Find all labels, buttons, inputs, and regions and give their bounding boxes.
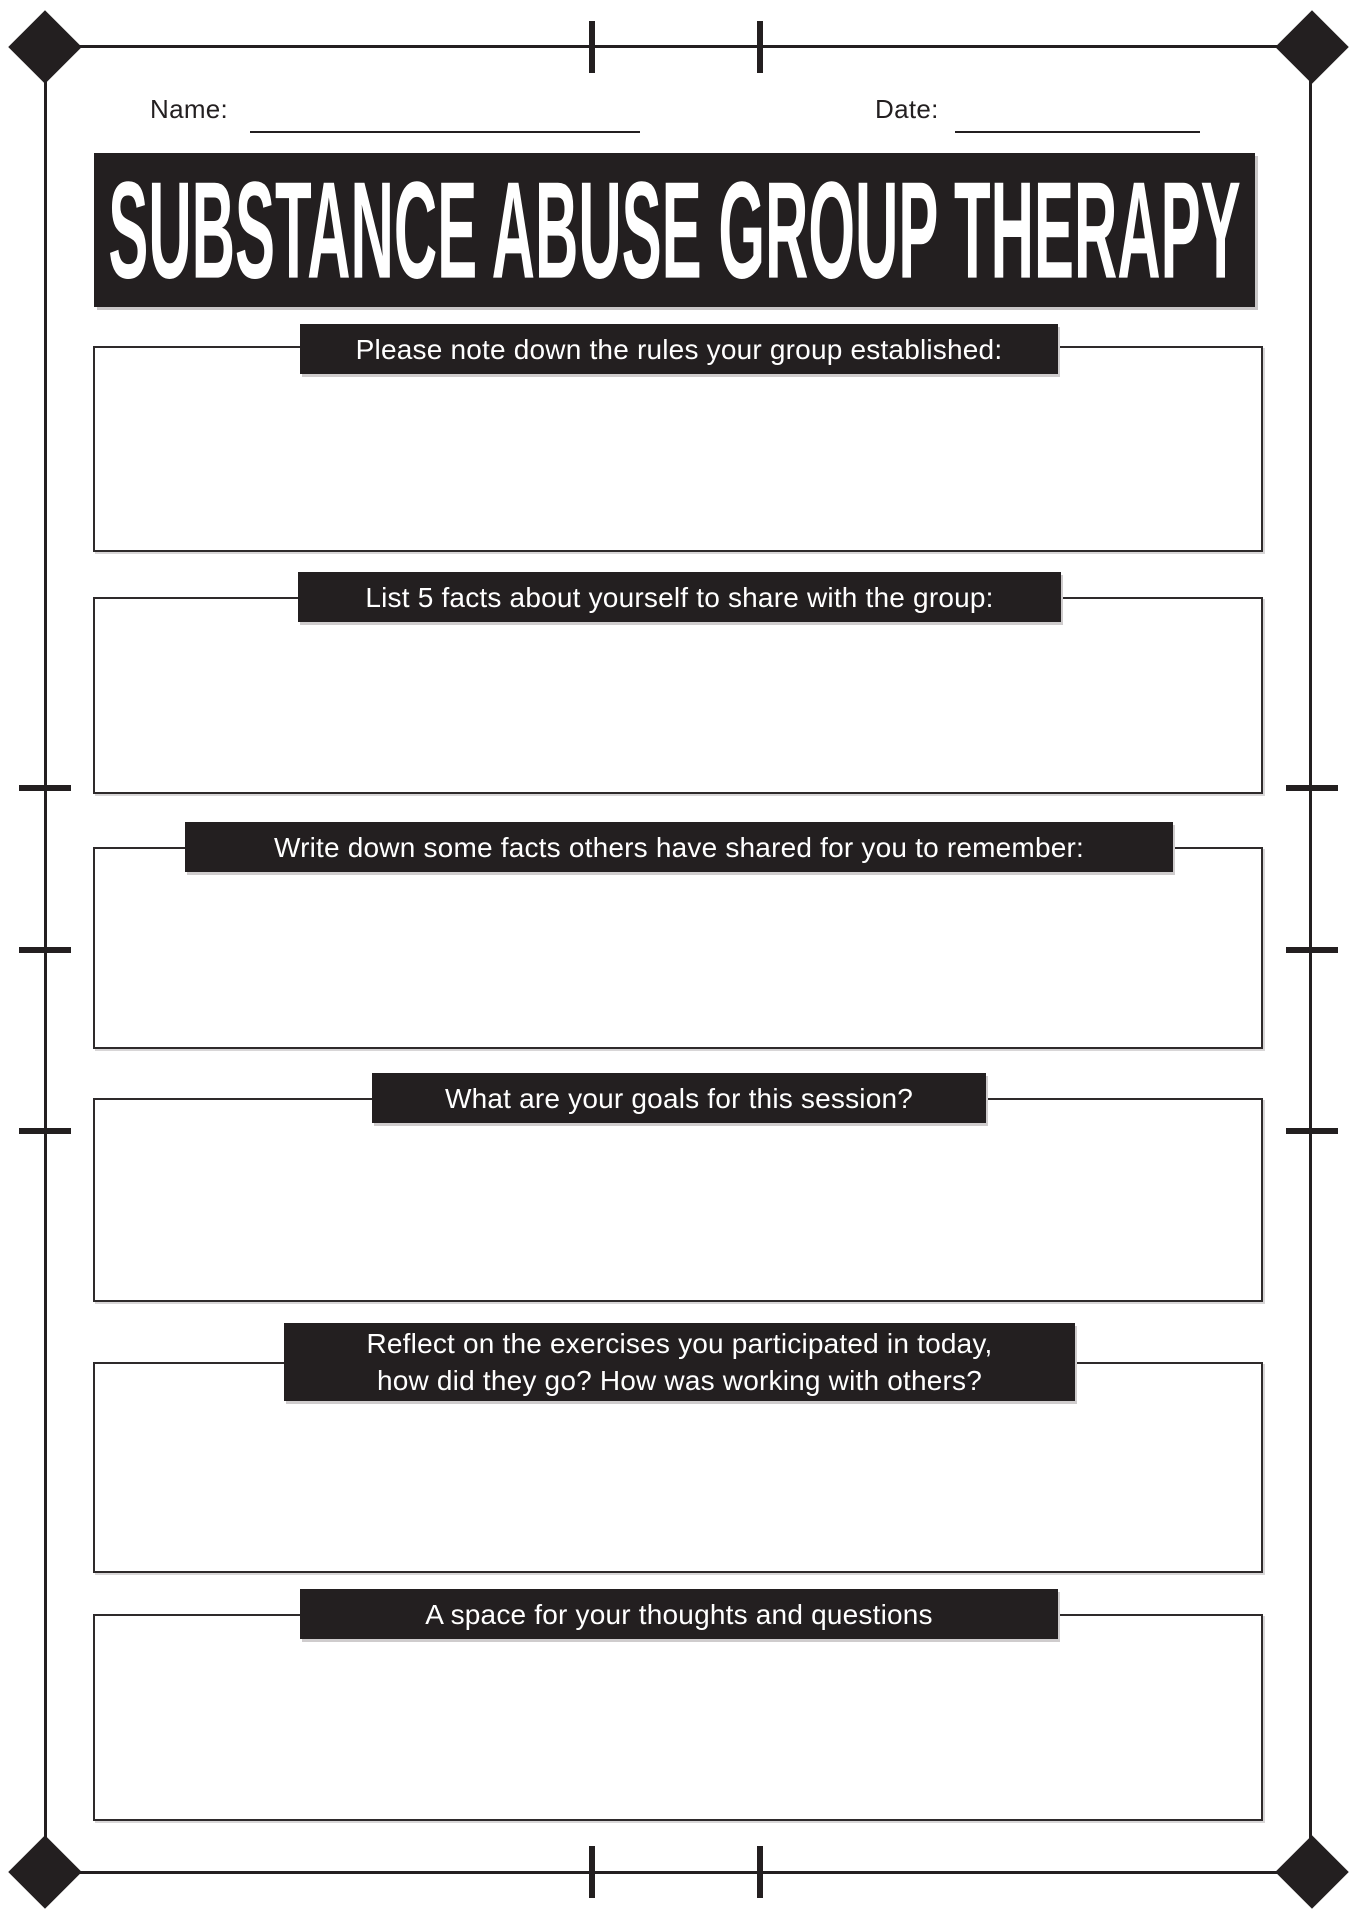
date-label: Date: [875,94,939,124]
section-label: A space for your thoughts and questions [425,1598,933,1630]
registration-tick-left-3-icon [19,1128,71,1134]
registration-tick-left-1-icon [19,785,71,791]
page-frame-border [44,45,1312,1874]
name-input-line[interactable] [250,131,640,133]
section-label-bar-group-rules: Please note down the rules your group es… [300,324,1058,374]
registration-tick-top-1-icon [589,21,595,73]
section-label-bar-session-goals: What are your goals for this session? [372,1073,986,1123]
title-banner: SUBSTANCE ABUSE GROUP THERAPY [94,153,1255,307]
date-input-line[interactable] [955,131,1200,133]
registration-tick-top-2-icon [757,21,763,73]
section-label: List 5 facts about yourself to share wit… [365,581,994,613]
section-label: What are your goals for this session? [444,1082,914,1114]
registration-tick-right-2-icon [1286,947,1338,953]
section-label-bar-five-facts: List 5 facts about yourself to share wit… [298,572,1061,622]
page-title: SUBSTANCE ABUSE GROUP THERAPY [108,152,1241,308]
section-label-line-1: Reflect on the exercises you participate… [366,1328,993,1359]
section-label-bar-exercise-reflection: Reflect on the exercises you participate… [284,1323,1075,1401]
registration-tick-left-2-icon [19,947,71,953]
write-box-group-rules[interactable] [93,346,1263,552]
section-label: Write down some facts others have shared… [273,831,1085,863]
write-box-thoughts-questions[interactable] [93,1614,1263,1821]
section-label-bar-facts-others-shared: Write down some facts others have shared… [185,822,1173,872]
write-box-session-goals[interactable] [93,1098,1263,1302]
registration-tick-bottom-2-icon [757,1846,763,1898]
registration-tick-bottom-1-icon [589,1846,595,1898]
write-box-facts-others-shared[interactable] [93,847,1263,1049]
write-box-five-facts[interactable] [93,597,1263,794]
section-label-bar-thoughts-questions: A space for your thoughts and questions [300,1589,1058,1639]
name-label: Name: [150,94,229,124]
section-label: Please note down the rules your group es… [355,333,1003,365]
registration-tick-right-3-icon [1286,1128,1338,1134]
section-label-line-2: how did they go? How was working with ot… [376,1365,983,1396]
registration-tick-right-1-icon [1286,785,1338,791]
